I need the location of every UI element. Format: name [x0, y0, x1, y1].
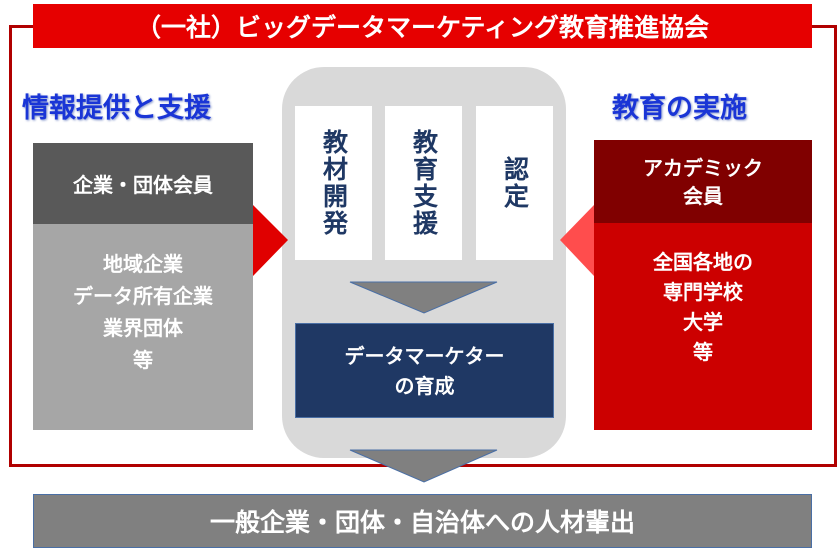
- education-support-box: 教育支援: [385, 106, 462, 260]
- down-arrow-icon: [349, 281, 498, 314]
- corporate-member-box: 企業・団体会員: [33, 143, 253, 224]
- data-marketer-box: データマーケター の育成: [295, 323, 554, 418]
- talent-output-bar: 一般企業・団体・自治体への人材輩出: [33, 494, 812, 548]
- corporate-examples-box: 地域企業 データ所有企業 業界団体 等: [33, 224, 253, 430]
- association-title: （一社）ビッグデータマーケティング教育推進協会: [33, 4, 812, 48]
- certification-box: 認定: [476, 106, 553, 260]
- bottom-arrow-icon: [349, 449, 498, 483]
- academic-member-box: アカデミック 会員: [594, 140, 812, 223]
- right-heading: 教育の実施: [612, 93, 747, 124]
- left-heading: 情報提供と支援: [22, 93, 211, 124]
- right-arrow-icon: [560, 205, 594, 276]
- material-development-box: 教材開発: [295, 106, 372, 260]
- left-arrow-icon: [253, 205, 288, 276]
- academic-examples-box: 全国各地の 専門学校 大学 等: [594, 223, 812, 430]
